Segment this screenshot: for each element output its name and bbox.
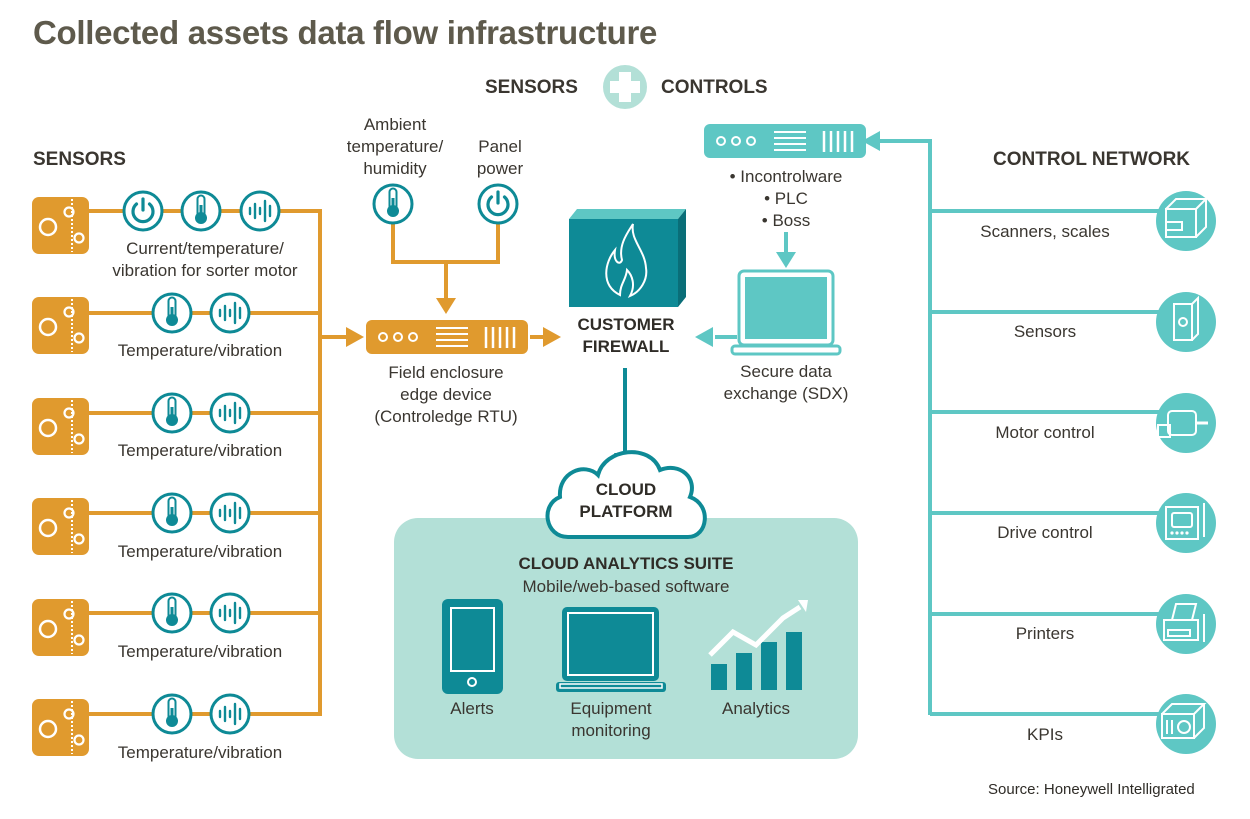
edge-device-label: Field enclosure edge device (Controledge… (356, 362, 536, 428)
suite-title: CLOUD ANALYTICS SUITE (518, 554, 734, 573)
arrow-to-edge (346, 327, 364, 347)
sensor-row-label: Temperature/vibration (117, 642, 283, 661)
firewall-icon (569, 209, 686, 307)
control-network-icons (1156, 191, 1216, 754)
controller-list: • Incontrolware • PLC • Boss (706, 166, 866, 232)
sensor-row-label: Temperature/vibration (117, 341, 283, 360)
panel-power-label-line: power (476, 159, 524, 178)
source-credit: Source: Honeywell Intelligrated (988, 781, 1195, 798)
sensor-row-label: Current/temperature/ vibration for sorte… (100, 238, 310, 282)
bar-chart-icon (708, 600, 808, 690)
sensor-row-label: Temperature/vibration (117, 441, 283, 460)
suite-item-equipment-monitoring: Equipment monitoring (551, 698, 671, 742)
sdx-laptop-icon (730, 269, 842, 356)
page-title: Collected assets data flow infrastructur… (33, 14, 658, 51)
control-item-label: Sensors (1013, 322, 1077, 341)
sensor-bus-lines (88, 209, 545, 716)
sensors-heading: SENSORS (33, 149, 126, 170)
suite-item-analytics: Analytics (721, 699, 791, 718)
cloud-label-line: PLATFORM (579, 502, 673, 521)
controller-list-item: • PLC (764, 189, 808, 208)
control-item-label: Drive control (997, 523, 1093, 542)
panel-power-label-line: Panel (478, 137, 522, 156)
control-network-heading: CONTROL NETWORK (993, 149, 1191, 170)
arrow-down-to-edge (436, 298, 456, 314)
control-item-label: Printers (1015, 624, 1075, 643)
control-bus-lines (715, 139, 1160, 716)
sdx-label-line: Secure data (740, 362, 832, 381)
firewall-label: CUSTOMER FIREWALL (556, 314, 696, 358)
sensor-device-icons (30, 195, 91, 758)
sensor-row-label: Temperature/vibration (117, 743, 283, 762)
edge-device-label-line: edge device (400, 385, 492, 404)
ambient-label-line: Ambient (363, 115, 427, 134)
arrow-sdx-to-firewall (695, 327, 713, 347)
ambient-label: Ambient temperature/ humidity (340, 114, 450, 180)
sdx-label-line: exchange (SDX) (723, 384, 849, 403)
arrow-to-sdx (776, 252, 796, 268)
panel-power-label: Panel power (460, 136, 540, 180)
control-item-label: Scanners, scales (980, 222, 1110, 241)
sensor-row-label-line: Current/temperature/ (126, 239, 284, 258)
firewall-label-line: FIREWALL (582, 337, 670, 356)
cloud-label: CLOUD PLATFORM (566, 479, 686, 523)
cloud-icon (545, 450, 707, 539)
suite-item-label-line: monitoring (571, 721, 651, 740)
control-item-label: KPIs (1027, 725, 1063, 744)
firewall-label-line: CUSTOMER (577, 315, 675, 334)
ambient-label-line: temperature/ (346, 137, 444, 156)
arrow-to-controller (862, 131, 880, 151)
legend-sensors: SENSORS (485, 77, 578, 98)
controller-server-icon (704, 124, 866, 158)
control-item-label: Motor control (995, 423, 1095, 442)
controller-list-item: • Incontrolware (729, 167, 843, 186)
legend-controls: CONTROLS (661, 77, 768, 98)
tablet-icon (442, 599, 503, 694)
suite-subtitle: Mobile/web-based software (522, 577, 730, 596)
edge-device-icon (366, 320, 528, 354)
plus-icon (603, 65, 647, 109)
edge-device-label-line: (Controledge RTU) (374, 407, 518, 426)
sensor-row-label-line: vibration for sorter motor (112, 261, 298, 280)
arrow-to-firewall (543, 327, 561, 347)
suite-item-label-line: Equipment (570, 699, 652, 718)
suite-item-alerts: Alerts (450, 699, 494, 718)
laptop-icon (556, 607, 666, 692)
controller-list-item: • Boss (761, 211, 811, 230)
cloud-label-line: CLOUD (595, 480, 657, 499)
ambient-label-line: humidity (363, 159, 427, 178)
sensor-row-label: Temperature/vibration (117, 542, 283, 561)
edge-device-label-line: Field enclosure (388, 363, 504, 382)
sdx-label: Secure data exchange (SDX) (706, 361, 866, 405)
